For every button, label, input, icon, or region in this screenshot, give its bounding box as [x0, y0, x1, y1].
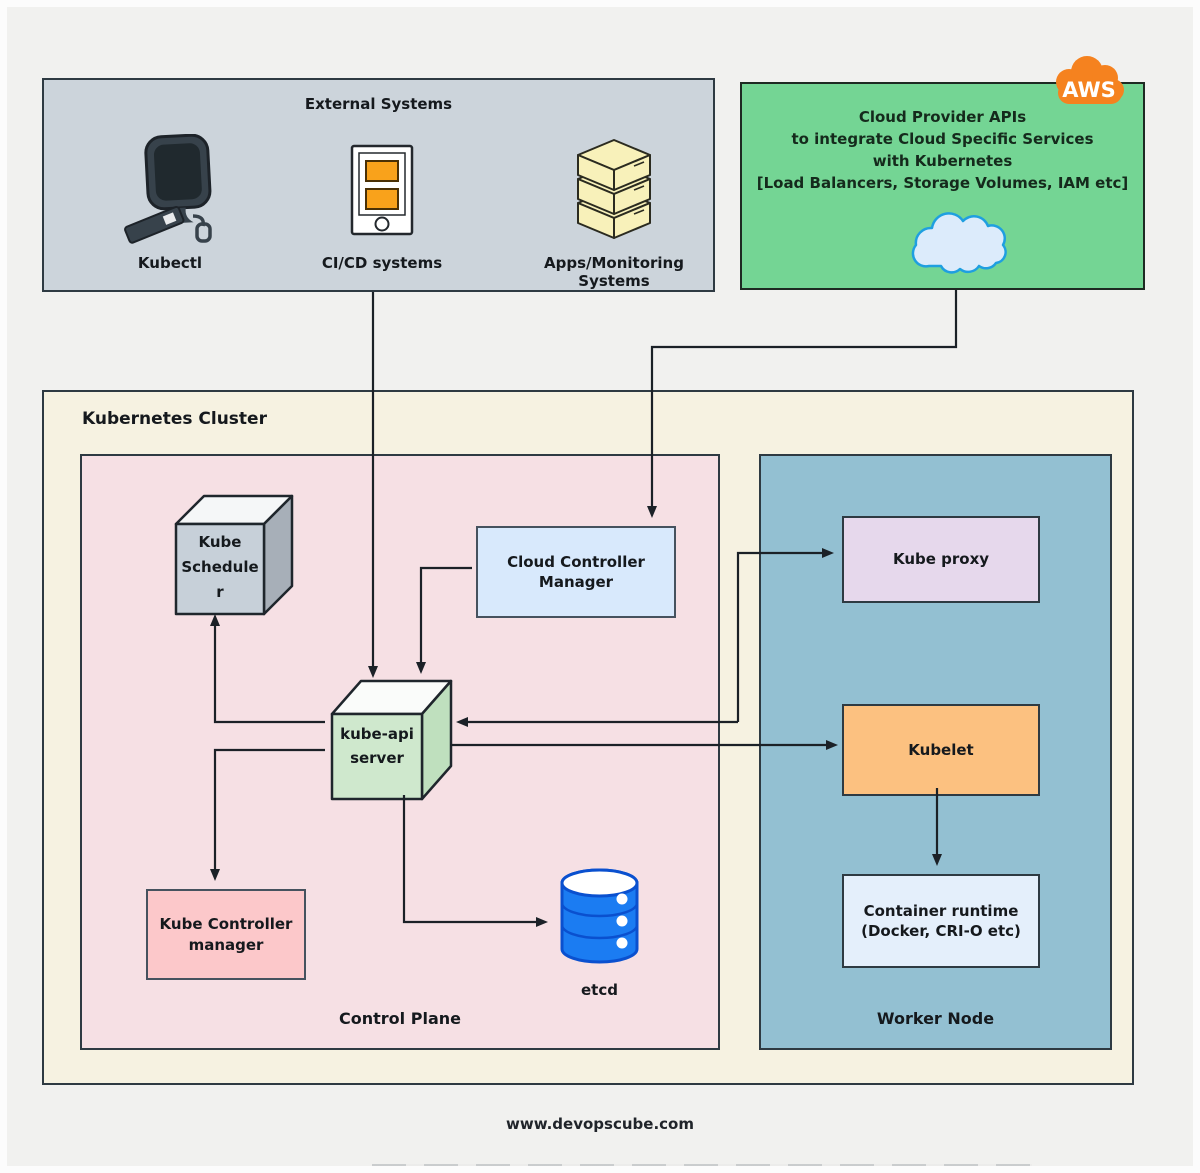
control-plane-group: Control Plane Kube Schedule r Cloud Cont…: [80, 454, 720, 1050]
kube-scheduler-line3: r: [216, 583, 224, 601]
kube-scheduler-cube: [174, 494, 294, 616]
external-systems-group: External Systems Kubectl: [42, 78, 715, 292]
kubelet-label: Kubelet: [908, 740, 974, 759]
kube-scheduler-label: Kube Schedule r: [176, 530, 264, 605]
kube-controller-manager-box: Kube Controller manager: [146, 889, 306, 980]
cloud-provider-group: Cloud Provider APIs to integrate Cloud S…: [740, 56, 1145, 290]
cloud-controller-manager-box: Cloud Controller Manager: [476, 526, 676, 618]
cloud-provider-text: Cloud Provider APIs to integrate Cloud S…: [742, 84, 1143, 194]
footer-url: www.devopscube.com: [506, 1115, 694, 1133]
etcd-group: etcd: [552, 867, 647, 999]
aws-cloud-icon: AWS: [1047, 54, 1127, 110]
external-systems-title: External Systems: [304, 95, 453, 113]
cloud-icon: [905, 202, 1020, 284]
external-item-apps-monitoring: Apps/Monitoring Systems: [509, 130, 719, 290]
kube-controller-manager-label: Kube Controller manager: [159, 915, 293, 954]
cicd-label: CI/CD systems: [321, 254, 443, 272]
kube-proxy-label: Kube proxy: [892, 550, 990, 569]
container-runtime-box: Container runtime (Docker, CRI-O etc): [842, 874, 1040, 968]
kubernetes-cluster-title: Kubernetes Cluster: [82, 409, 267, 429]
etcd-database-icon: [560, 868, 639, 964]
kube-api-server-cube: [330, 679, 453, 801]
worker-node-title: Worker Node: [876, 1009, 995, 1029]
cloud-provider-line1: Cloud Provider APIs: [858, 108, 1027, 126]
external-item-kubectl: Kubectl: [70, 130, 270, 272]
server-stack-icon: [509, 130, 719, 250]
kubelet-box: Kubelet: [842, 704, 1040, 796]
worker-node-group: Worker Node Kube proxy Kubelet Container…: [759, 454, 1112, 1050]
control-plane-title: Control Plane: [339, 1009, 461, 1029]
cloud-provider-line4: [Load Balancers, Storage Volumes, IAM et…: [756, 174, 1129, 192]
cloud-provider-line2: to integrate Cloud Specific Services: [791, 130, 1094, 148]
apps-monitoring-label: Apps/Monitoring Systems: [544, 254, 684, 290]
container-runtime-label: Container runtime (Docker, CRI-O etc): [861, 901, 1021, 940]
kube-proxy-box: Kube proxy: [842, 516, 1040, 603]
kubernetes-cluster-group: Kubernetes Cluster Control Plane Kube Sc…: [42, 390, 1134, 1085]
kube-api-server-label: kube-api server: [340, 725, 414, 767]
etcd-label: etcd: [581, 981, 618, 999]
aws-badge-text: AWS: [1062, 78, 1116, 102]
cloud-controller-manager-label: Cloud Controller Manager: [507, 552, 645, 591]
cloud-provider-line3: with Kubernetes: [872, 152, 1013, 170]
kube-scheduler-line2: Schedule: [181, 558, 259, 576]
kubectl-label: Kubectl: [137, 254, 203, 272]
kube-scheduler-line1: Kube: [198, 533, 242, 551]
kubectl-workstation-icon: [70, 130, 270, 250]
mobile-pipeline-icon: [282, 130, 482, 250]
bottom-edge-artifact: [372, 1164, 1032, 1166]
external-item-cicd: CI/CD systems: [282, 130, 482, 272]
